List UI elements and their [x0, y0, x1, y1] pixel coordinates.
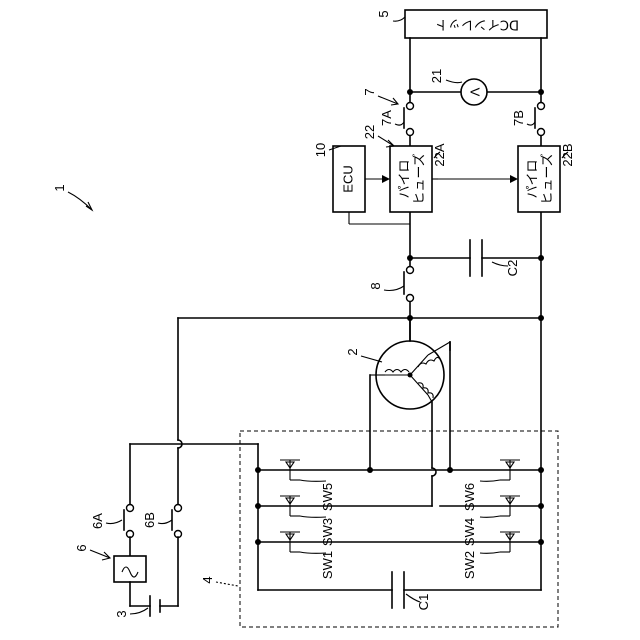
capacitor-c2 — [407, 240, 544, 276]
motor — [370, 318, 450, 409]
aux-switch-a-label: 6A — [90, 513, 105, 529]
dc-inlet-label: DCインレット — [435, 17, 519, 32]
voltmeter-symbol: V — [468, 88, 483, 97]
switch-sw4 — [500, 496, 520, 516]
pyrofuse-ref: 22 — [362, 125, 377, 139]
pyrofuse-a-line2: ヒューズ — [412, 153, 428, 204]
ecu-label: ECU — [340, 165, 355, 192]
battery-12v — [130, 582, 178, 616]
aux-unit-ref: 6 — [74, 544, 89, 551]
switch-sw5 — [280, 460, 300, 480]
pyrofuse-b-line2: ヒューズ — [540, 153, 556, 204]
sw1-label: SW1 — [320, 551, 335, 579]
relay-8 — [404, 267, 414, 302]
pyrofuse-22b: パイロ ヒューズ — [518, 146, 560, 212]
motor-ref: 2 — [345, 348, 360, 355]
relay-b-label: 7B — [511, 110, 526, 126]
switch-sw1 — [280, 532, 300, 552]
relay-7b — [535, 103, 545, 136]
relay-7a — [404, 103, 414, 136]
pyrofuse-a-ref: 22A — [432, 143, 447, 166]
sw3-label: SW3 — [320, 518, 335, 546]
pyrofuse-b-ref: 22B — [560, 143, 575, 166]
ecu: ECU — [333, 146, 365, 212]
relay8-ref: 8 — [368, 282, 383, 289]
c1-label: C1 — [416, 594, 431, 611]
sw5-label: SW5 — [320, 483, 335, 511]
capacitor-c1 — [258, 572, 541, 608]
dc-inlet: DCインレット — [405, 10, 547, 38]
inverter-rails — [255, 467, 544, 590]
switch-sw3 — [280, 496, 300, 516]
sw2-label: SW2 — [462, 551, 477, 579]
relay-ref: 7 — [362, 88, 377, 95]
ecu-ref: 10 — [313, 143, 328, 157]
pyrofuse-22a: パイロ ヒューズ — [390, 146, 432, 212]
aux-supply-line — [178, 315, 544, 506]
system-ref: 1 — [52, 184, 67, 191]
relay-a-label: 7A — [379, 110, 394, 126]
c2-label: C2 — [505, 260, 520, 277]
switch-sw2 — [500, 532, 520, 552]
pyrofuse-b-line1: パイロ — [526, 159, 541, 198]
dc-inlet-ref: 5 — [376, 10, 391, 17]
sw6-label: SW6 — [462, 483, 477, 511]
inverter-ref: 4 — [200, 576, 215, 583]
aux-unit-box — [114, 556, 146, 582]
battery-ref: 3 — [114, 610, 129, 617]
switch-sw6 — [500, 460, 520, 480]
pyrofuse-a-line1: パイロ — [398, 159, 413, 198]
sw4-label: SW4 — [462, 518, 477, 546]
aux-switch-b-label: 6B — [142, 512, 157, 528]
voltmeter-ref: 21 — [429, 69, 444, 83]
voltmeter: V — [407, 79, 544, 105]
